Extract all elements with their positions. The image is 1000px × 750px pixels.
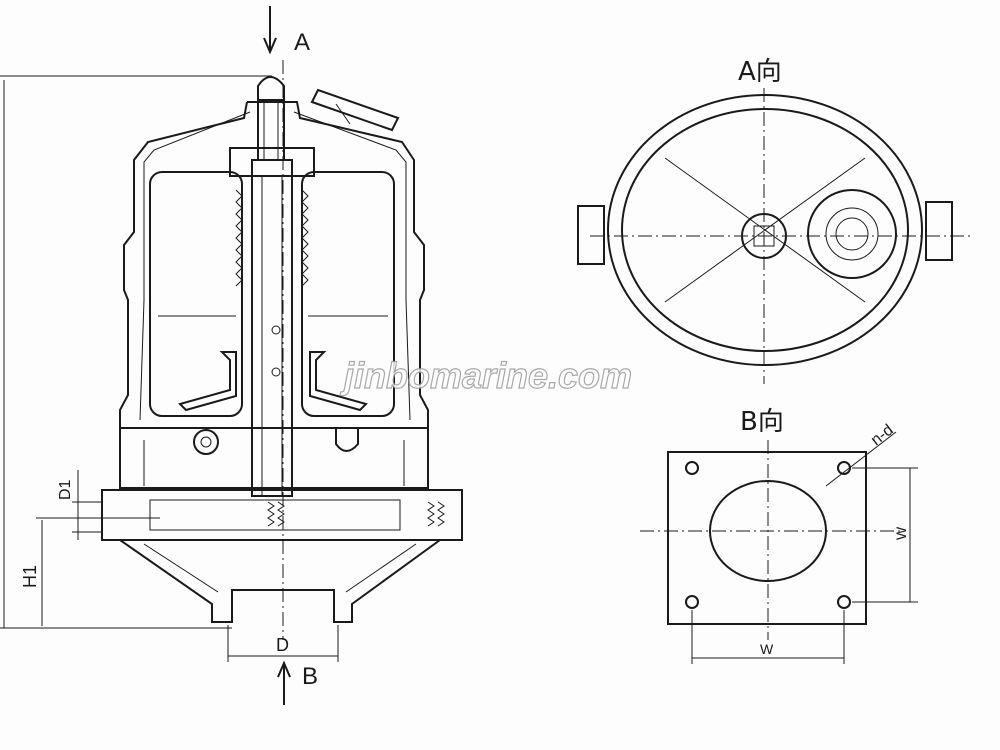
- view-b-flange-plate: [667, 451, 867, 625]
- hole-spec-leader: [825, 431, 897, 487]
- view-a-title: A向: [738, 57, 782, 87]
- dim-d-label: D: [276, 635, 289, 655]
- cartridge-right: [301, 171, 395, 417]
- watermark: jinbomarine.com: [340, 355, 632, 396]
- view-a-inlet-bore-outer: [825, 207, 879, 261]
- stem-hole-lower: [271, 367, 281, 377]
- top-cap: [257, 76, 285, 101]
- stem-hole-upper: [271, 325, 281, 335]
- view-b-bolt-hole-br: [837, 595, 851, 609]
- view-b: [640, 431, 918, 664]
- stem-collar: [229, 147, 315, 177]
- stem-body: [251, 159, 293, 497]
- lower-chamber: [119, 427, 429, 489]
- housing-inner-left: [139, 111, 251, 421]
- vent-pipe: [310, 88, 400, 132]
- conical-base-inner-left: [143, 543, 219, 593]
- view-a-arrowhead: [263, 37, 277, 55]
- dim-w-vertical-label: W: [893, 526, 909, 540]
- spring-right: [301, 189, 309, 287]
- dim-h1-label: H1: [20, 565, 40, 588]
- valve-spring-left-b: [277, 501, 285, 527]
- view-b-arrow-label: B: [302, 663, 318, 690]
- view-a-inlet-flange: [807, 189, 897, 279]
- valve-bore: [149, 499, 401, 531]
- dim-d1-label: D1: [57, 479, 74, 500]
- conical-base: [119, 539, 441, 623]
- view-a-outer-rim: [607, 94, 923, 366]
- view-b-arrowhead: [277, 660, 291, 678]
- dim-w-horizontal-label: W: [760, 641, 774, 657]
- vent-pipe-band: [335, 103, 351, 125]
- view-a-left-boss: [577, 205, 605, 265]
- view-a-arrow-label: A: [294, 29, 310, 56]
- conical-base-inner-right: [345, 543, 417, 593]
- view-a-right-boss: [925, 201, 953, 261]
- hole-spec-label: n-d: [868, 422, 897, 450]
- deflector-left: [178, 351, 237, 412]
- valve-spring-left: [267, 501, 275, 527]
- view-b-bolt-hole-bl: [685, 595, 699, 609]
- cartridge-left: [149, 171, 243, 417]
- valve-block: [101, 489, 463, 541]
- drain-plug-left-core: [200, 436, 212, 448]
- deflector-right: [309, 351, 368, 412]
- housing-left-wall: [119, 101, 248, 450]
- housing-inner-right: [293, 111, 411, 421]
- view-a: [577, 88, 970, 384]
- housing-right-wall: [247, 101, 429, 450]
- stem-top: [257, 99, 285, 161]
- drain-plug-right: [335, 428, 359, 452]
- valve-spring-right-b: [437, 501, 445, 527]
- view-b-bolt-hole-tl: [685, 461, 699, 475]
- view-b-title: B向: [740, 407, 784, 437]
- drain-plug-left: [193, 429, 219, 455]
- view-a-inlet-bore-inner: [835, 217, 869, 251]
- valve-spring-right: [427, 501, 435, 527]
- spring-left: [235, 189, 243, 287]
- view-a-rib-2: [664, 157, 866, 303]
- section-view: [0, 6, 463, 705]
- view-a-inner-rim: [621, 108, 909, 352]
